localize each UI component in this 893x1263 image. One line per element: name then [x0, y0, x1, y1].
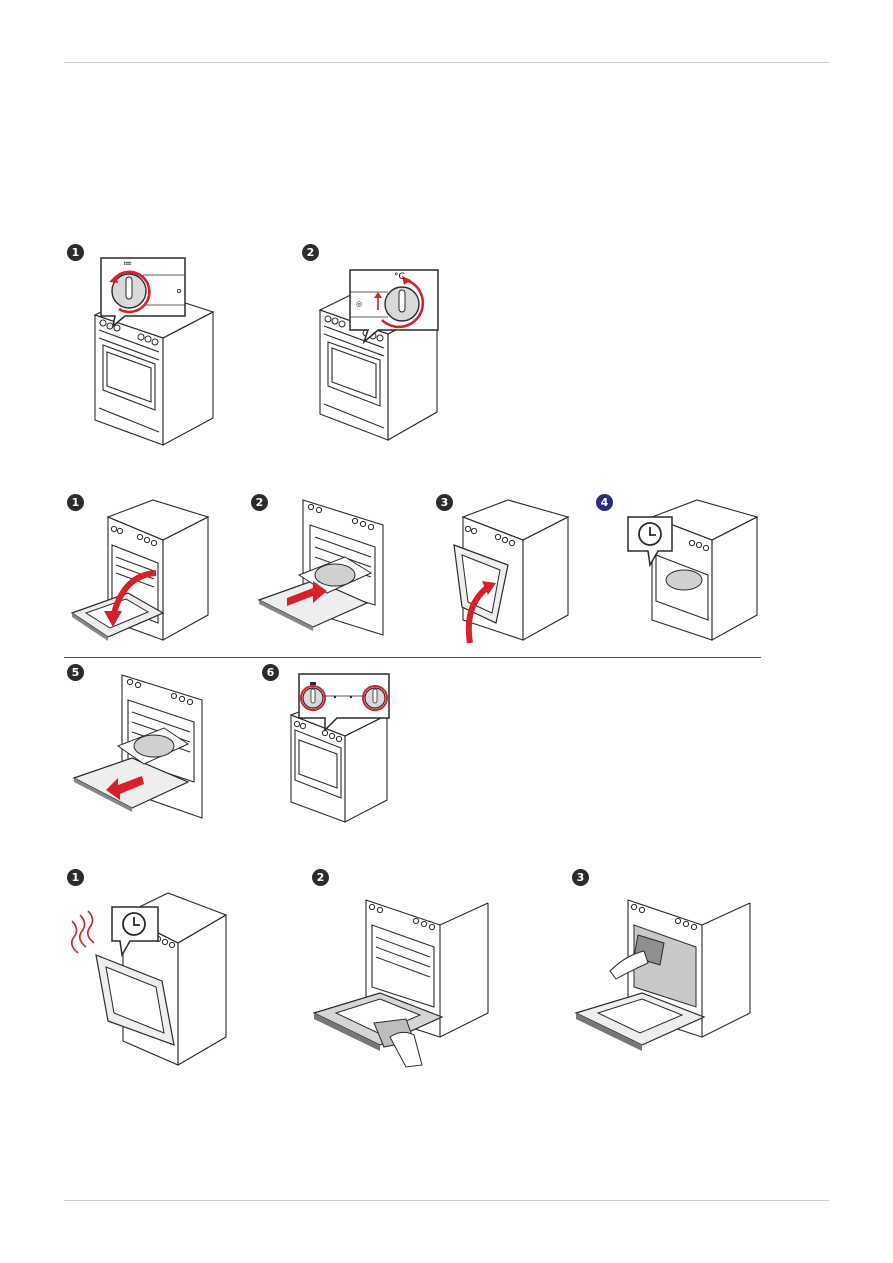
clean-door-illustration [310, 895, 490, 1075]
heat-waves-icon [72, 911, 94, 953]
timer-illustration [622, 495, 762, 645]
step-badge: 2 [302, 244, 319, 261]
footer-rule [64, 1200, 829, 1201]
close-door-illustration [448, 495, 578, 650]
step-badge: 6 [262, 664, 279, 681]
oven-mode-knob-illustration: ≔ [85, 250, 225, 450]
mode-symbol: ≔ [123, 259, 132, 269]
knob-mark: ◎ [356, 300, 362, 308]
cool-down-illustration [68, 885, 233, 1070]
temperature-symbol: °C [394, 272, 405, 282]
clock-icon [123, 913, 145, 935]
step-badge: 1 [67, 869, 84, 886]
header-rule [64, 62, 829, 63]
insert-food-illustration [255, 495, 395, 645]
step-badge: 4 [596, 494, 613, 511]
oven-temperature-knob-illustration: °C ◎ [312, 262, 447, 447]
step-badge: 2 [312, 869, 329, 886]
open-door-illustration [68, 495, 213, 645]
step-badge: 1 [67, 244, 84, 261]
section-separator [64, 657, 761, 658]
clock-icon [639, 523, 661, 545]
clean-cavity-illustration [572, 895, 752, 1075]
step-badge: 3 [572, 869, 589, 886]
remove-food-illustration [70, 670, 215, 825]
turn-off-knobs-illustration [285, 670, 395, 825]
